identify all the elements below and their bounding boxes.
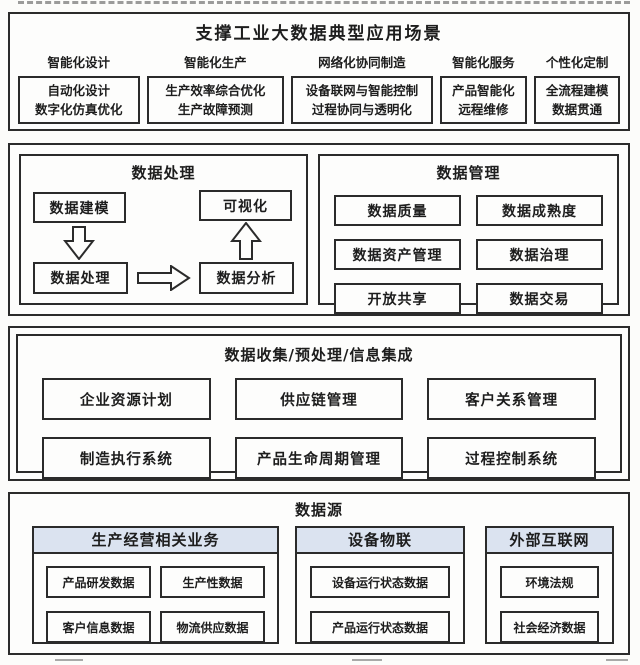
scenario-label: 智能化设计: [47, 55, 111, 70]
scenario-line: 设备联网与智能控制: [305, 82, 419, 98]
source-item: 生产性数据: [160, 566, 265, 598]
scenario-box: 自动化设计 数字化仿真优化: [18, 76, 140, 124]
scenario-line: 全流程建模: [545, 82, 609, 98]
data-source-title: 数据源: [294, 501, 343, 519]
source-panel-business: 生产经营相关业务 产品研发数据 生产性数据 客户信息数据 物流供应数据: [32, 526, 279, 644]
flow-node-visualization: 可视化: [199, 190, 292, 221]
source-item: 产品研发数据: [46, 566, 151, 598]
collection-item: 供应链管理: [234, 378, 404, 420]
source-panel-body: 产品研发数据 生产性数据 客户信息数据 物流供应数据: [46, 566, 265, 643]
data-management-panel: 数据管理 数据质量 数据成熟度 数据资产管理 数据治理 开放共享 数据交易: [318, 154, 619, 314]
scenario-label: 智能化生产: [184, 55, 247, 70]
scenario-column-design: 智能化设计 自动化设计 数字化仿真优化: [18, 52, 140, 124]
scan-dash: [352, 659, 382, 661]
arrow-right-icon: [137, 265, 191, 291]
collection-item: 客户关系管理: [427, 378, 596, 420]
management-item: 开放共享: [334, 283, 461, 314]
data-management-title: 数据管理: [436, 164, 501, 182]
arrow-up-icon: [230, 222, 262, 260]
source-panels-row: 生产经营相关业务 产品研发数据 生产性数据 客户信息数据 物流供应数据 设备物联…: [10, 526, 628, 644]
scan-tear-line: [18, 1, 630, 4]
flow-node-modeling: 数据建模: [33, 192, 126, 223]
scenario-label: 个性化定制: [545, 55, 609, 70]
management-grid: 数据质量 数据成熟度 数据资产管理 数据治理 开放共享 数据交易: [334, 195, 603, 314]
scenario-columns: 智能化设计 自动化设计 数字化仿真优化 智能化生产 生产效率综合优化 生产故障预…: [10, 52, 628, 124]
scenario-line: 远程维修: [458, 102, 509, 117]
scenario-label: 网络化协同制造: [318, 55, 406, 70]
source-panel-header: 设备物联: [297, 528, 463, 554]
data-source-section: 数据源 生产经营相关业务 产品研发数据 生产性数据 客户信息数据 物流供应数据 …: [8, 492, 630, 655]
collection-grid: 企业资源计划 供应链管理 客户关系管理 制造执行系统 产品生命周期管理 过程控制…: [42, 378, 596, 479]
scenario-line: 自动化设计: [47, 82, 111, 98]
scenario-column-customization: 个性化定制 全流程建模 数据贯通: [534, 52, 620, 124]
flow-node-processing: 数据处理: [33, 262, 128, 294]
source-panel-header: 生产经营相关业务: [34, 528, 277, 554]
source-item: 物流供应数据: [160, 611, 265, 643]
data-processing-panel: 数据处理 数据建模 可视化 数据处理 数据分析: [19, 154, 308, 305]
source-item: 环境法规: [500, 566, 599, 598]
collection-item: 产品生命周期管理: [234, 437, 404, 479]
data-collection-title: 数据收集/预处理/信息集成: [224, 346, 414, 364]
management-item: 数据交易: [476, 283, 603, 314]
collection-item: 制造执行系统: [42, 437, 211, 479]
data-collection-section: 数据收集/预处理/信息集成 企业资源计划 供应链管理 客户关系管理 制造执行系统…: [8, 326, 630, 481]
scenario-column-production: 智能化生产 生产效率综合优化 生产故障预测: [146, 52, 285, 124]
management-item: 数据质量: [334, 195, 461, 226]
scenario-line: 数据贯通: [552, 102, 603, 117]
scenario-box: 全流程建模 数据贯通: [534, 76, 620, 124]
management-item: 数据成熟度: [476, 195, 603, 226]
source-item: 产品运行状态数据: [310, 611, 450, 643]
scenario-line: 数字化仿真优化: [35, 102, 123, 117]
scenario-label: 智能化服务: [452, 55, 515, 70]
scenario-line: 生产故障预测: [177, 102, 253, 117]
data-collection-panel: 数据收集/预处理/信息集成 企业资源计划 供应链管理 客户关系管理 制造执行系统…: [16, 334, 622, 479]
source-panel-body: 设备运行状态数据 产品运行状态数据: [310, 566, 450, 643]
management-item: 数据治理: [476, 239, 603, 270]
arrow-down-icon: [63, 226, 95, 260]
scenario-box: 产品智能化 远程维修: [439, 76, 528, 124]
source-panel-equipment-iot: 设备物联 设备运行状态数据 产品运行状态数据: [295, 526, 465, 644]
scenario-line: 过程协同与透明化: [311, 102, 412, 117]
management-item: 数据资产管理: [334, 239, 461, 270]
application-scenarios-section: 支撑工业大数据典型应用场景 智能化设计 自动化设计 数字化仿真优化 智能化生产 …: [8, 12, 630, 131]
scenario-column-service: 智能化服务 产品智能化 远程维修: [439, 52, 528, 124]
processing-management-section: 数据处理 数据建模 可视化 数据处理 数据分析 数据管理 数据质量 数据成熟度 …: [8, 143, 630, 316]
scan-dash: [606, 659, 628, 661]
scenario-box: 设备联网与智能控制 过程协同与透明化: [291, 76, 433, 124]
flow-node-analysis: 数据分析: [199, 262, 294, 294]
source-item: 设备运行状态数据: [310, 566, 450, 598]
source-item: 客户信息数据: [46, 611, 151, 643]
scenario-line: 产品智能化: [452, 82, 515, 98]
scan-dash: [55, 659, 83, 661]
scenario-column-collaboration: 网络化协同制造 设备联网与智能控制 过程协同与透明化: [291, 52, 433, 124]
source-panel-external-internet: 外部互联网 环境法规 社会经济数据: [485, 526, 614, 644]
source-item: 社会经济数据: [500, 611, 599, 643]
collection-item: 过程控制系统: [427, 437, 596, 479]
scenario-box: 生产效率综合优化 生产故障预测: [146, 76, 285, 124]
collection-item: 企业资源计划: [42, 378, 211, 420]
application-scenarios-title: 支撑工业大数据典型应用场景: [195, 24, 443, 44]
source-panel-body: 环境法规 社会经济数据: [500, 566, 599, 643]
source-panel-header: 外部互联网: [487, 528, 612, 554]
scenario-line: 生产效率综合优化: [165, 82, 266, 98]
data-processing-title: 数据处理: [131, 164, 196, 182]
